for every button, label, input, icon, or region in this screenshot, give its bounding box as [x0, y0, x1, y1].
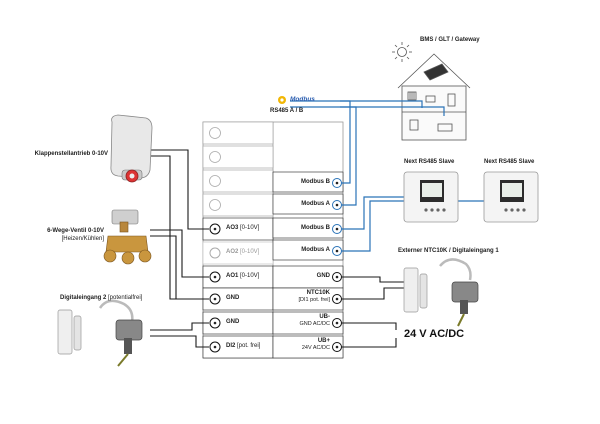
terminal-di2: DI2 [pot. frei]: [226, 343, 261, 349]
terminal-modbus-b-1: Modbus B: [301, 179, 330, 185]
digital2-label: Digitaleingang 2 [potentialfrei]: [60, 295, 143, 301]
terminal-ao1: AO1 [0-10V]: [226, 273, 260, 279]
power-label: 24 V AC/DC: [404, 328, 465, 340]
ntc-contact-icon: [403, 267, 428, 313]
bms-label: BMS / GLT / Gateway: [420, 37, 480, 43]
terminal-gnd-right: GND: [316, 273, 330, 279]
empty-terminal-screws: [209, 127, 221, 211]
modbus-logo: Modbus: [290, 96, 315, 103]
terminal-gnd-2: GND: [226, 319, 240, 325]
door-contact-icon: [57, 309, 82, 355]
terminal-ub-minus: UB-: [319, 314, 330, 320]
rs485-bus-label: RS485 A / B: [270, 108, 304, 114]
terminal-ntc10k-sub: [DI1 pot. frei]: [298, 297, 331, 303]
connected-terminal-screws-right: [332, 178, 342, 352]
terminal-modbus-a-1: Modbus A: [301, 201, 330, 207]
terminal-ao3: AO3 [0-10V]: [226, 225, 260, 231]
rs485-slave-2-icon: [483, 171, 539, 223]
terminal-ub-plus: UB+: [317, 338, 330, 344]
terminal-ao2: AO2 [0-10V]: [226, 249, 260, 255]
rs485-slave-1-icon: [403, 171, 459, 223]
terminal-modbus-a-2: Modbus A: [301, 247, 330, 253]
terminal-rows-left: [202, 121, 274, 359]
slave1-label: Next RS485 Slave: [404, 159, 455, 165]
ntc-sensor-icon: [439, 258, 479, 327]
modbus-gear-icon: [278, 96, 286, 104]
slave2-label: Next RS485 Slave: [484, 159, 535, 165]
door-icon: [447, 93, 456, 107]
valve-label-line2: [Heizen/Kühlen]: [61, 236, 104, 242]
control-wires: [150, 149, 404, 348]
table-icon: [437, 123, 453, 132]
solar-panel-icon: [423, 63, 449, 81]
valve-label-line1: 6-Wege-Ventil 0-10V: [47, 228, 104, 234]
screw-centers: [213, 181, 339, 349]
terminal-modbus-b-2: Modbus B: [301, 225, 330, 231]
terminal-rows-right: [272, 171, 344, 359]
damper-label: Klappenstellantrieb 0-10V: [34, 151, 108, 157]
house-icon: [392, 42, 471, 141]
sun-icon: [392, 42, 412, 62]
fridge-icon: [409, 119, 419, 131]
ntc-label: Externer NTC10K / Digitaleingang 1: [398, 248, 499, 254]
terminal-ntc10k: NTC10K: [306, 290, 330, 296]
window-icon: [425, 95, 436, 103]
terminal-ub-minus-sub: GND AC/DC: [299, 321, 330, 327]
six-way-valve-icon: [103, 209, 152, 265]
terminal-gnd-1: GND: [226, 295, 240, 301]
digital-sensor-icon: [98, 299, 143, 367]
terminal-ub-plus-sub: 24V AC/DC: [301, 345, 330, 351]
damper-actuator-icon: [110, 114, 153, 183]
